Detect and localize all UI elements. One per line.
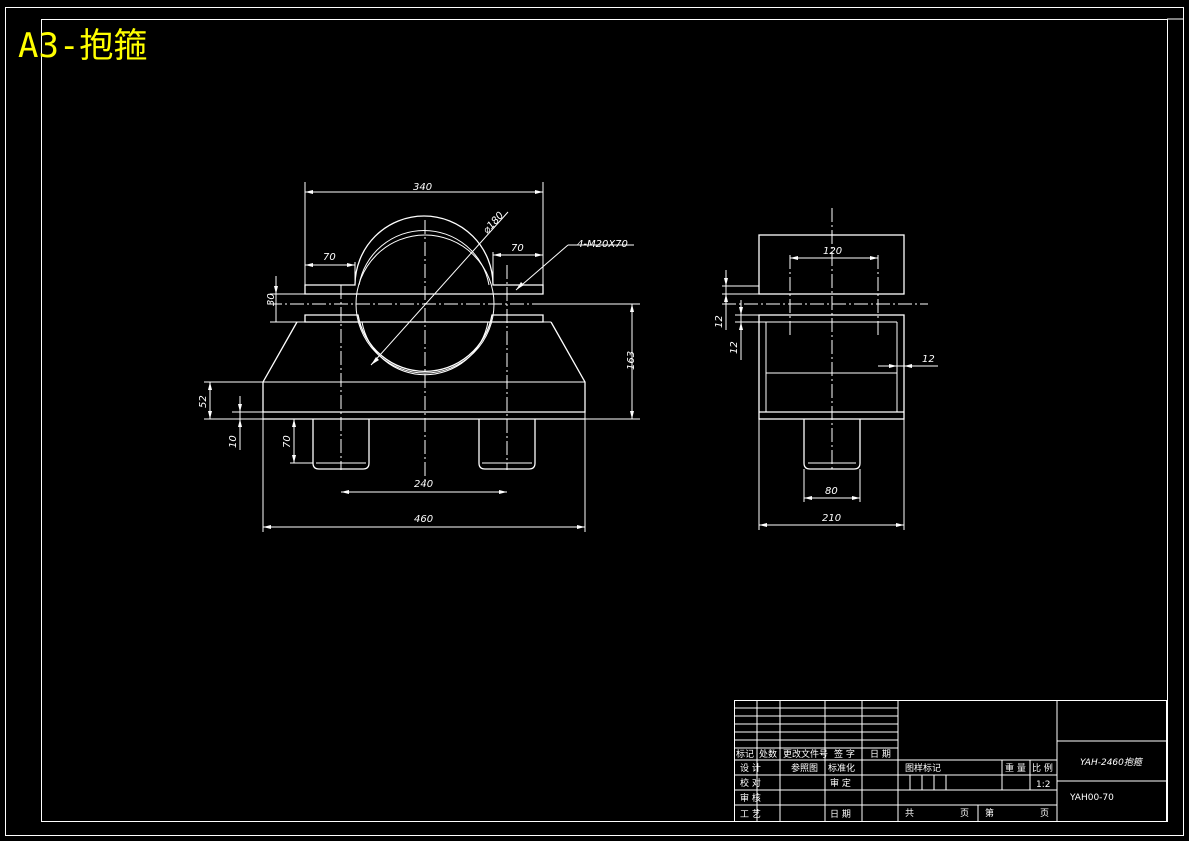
svg-text:页: 页 — [960, 808, 969, 819]
dim-base-plate: 10 — [228, 435, 239, 448]
svg-text:日 期: 日 期 — [830, 809, 851, 820]
svg-text:参照图: 参照图 — [791, 762, 818, 774]
svg-text:审 定: 审 定 — [830, 777, 851, 789]
dim-side-top: 120 — [823, 246, 842, 257]
dim-base-height: 52 — [198, 395, 209, 408]
svg-text:重 量: 重 量 — [1005, 762, 1026, 774]
dim-side-overall: 210 — [822, 513, 841, 524]
bolt-callout: 4-M20X70 — [577, 239, 628, 250]
svg-text:日 期: 日 期 — [870, 749, 891, 760]
dim-ear-left: 70 — [323, 252, 336, 263]
drawing-name: YAH-2460抱箍 — [1080, 757, 1144, 768]
dim-bore-diameter: ⌀180 — [481, 210, 506, 236]
svg-text:设 计: 设 计 — [740, 762, 761, 774]
svg-text:标准化: 标准化 — [828, 762, 855, 774]
dim-leg-height: 70 — [282, 435, 293, 448]
dim-ear-right: 70 — [511, 243, 524, 254]
dim-side-gap-a: 12 — [714, 315, 725, 328]
svg-text:图样标记: 图样标记 — [905, 762, 941, 774]
front-view: 340 ⌀180 70 70 4-M20X70 30 163 — [198, 182, 640, 532]
svg-text:校 对: 校 对 — [740, 777, 761, 789]
svg-text:页: 页 — [1040, 808, 1049, 819]
dim-total-height: 163 — [626, 351, 637, 370]
svg-text:工 艺: 工 艺 — [740, 809, 761, 820]
svg-text:比 例: 比 例 — [1032, 762, 1053, 774]
dim-leg-spacing: 240 — [414, 479, 433, 490]
side-view: 120 12 12 12 80 210 — [714, 208, 938, 530]
svg-text:标记: 标记 — [736, 748, 754, 760]
svg-text:签 字: 签 字 — [834, 748, 855, 760]
dim-ear-thickness: 30 — [266, 293, 277, 306]
svg-text:审 核: 审 核 — [740, 792, 761, 804]
sheet-title: A3-抱箍 — [18, 26, 147, 66]
svg-text:更改文件号: 更改文件号 — [783, 748, 828, 760]
scale-value: 1:2 — [1036, 780, 1050, 790]
dim-side-gap-b: 12 — [729, 341, 740, 354]
svg-text:共: 共 — [905, 808, 914, 819]
dim-side-leg: 80 — [825, 486, 838, 497]
title-block: 标记 处数 更改文件号 签 字 日 期 设 计 参照图 标准化 校 对 审 定 … — [734, 700, 1167, 822]
inner-frame — [41, 19, 1168, 822]
dim-340: 340 — [413, 182, 432, 193]
outer-border — [5, 7, 1184, 836]
dim-side-wall: 12 — [922, 354, 935, 365]
svg-text:处数: 处数 — [759, 748, 777, 760]
dim-overall-bottom: 460 — [414, 514, 433, 525]
svg-text:第: 第 — [985, 807, 994, 819]
drawing-number: YAH00-70 — [1069, 793, 1114, 803]
